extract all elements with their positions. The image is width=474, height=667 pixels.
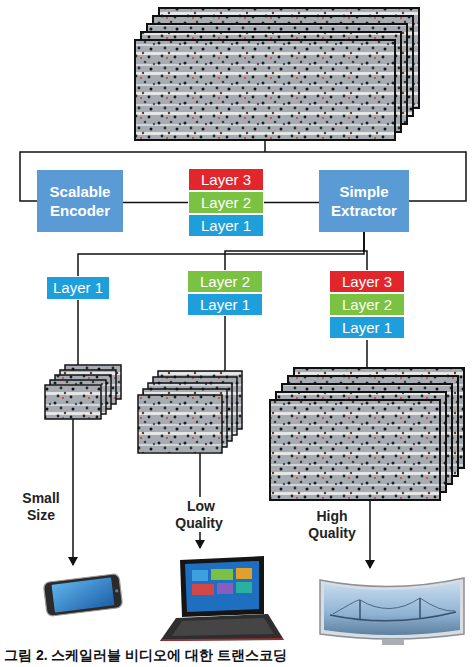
video-frame — [138, 395, 222, 453]
layer-label: Layer 3 — [201, 171, 251, 189]
screen-tile — [236, 582, 252, 593]
layer-box: Layer 1 — [188, 214, 264, 237]
tv-frame — [320, 578, 464, 639]
box-label: Simple Extractor — [325, 182, 403, 220]
screen-tile — [236, 568, 252, 579]
wire — [77, 300, 79, 365]
screen-tile — [217, 583, 233, 594]
video-stack — [135, 8, 419, 140]
video-stack — [138, 371, 242, 453]
laptop-trim — [162, 639, 283, 640]
layer-box: Layer 1 — [46, 276, 110, 300]
connector-line — [264, 202, 319, 204]
layer-box: Layer 1 — [329, 316, 405, 339]
layer-label: Layer 1 — [201, 217, 251, 235]
layer-box: Layer 1 — [187, 293, 263, 316]
quality-label: Small Size — [16, 490, 66, 524]
connector-line — [123, 202, 188, 204]
video-stack — [270, 368, 464, 500]
layer-label: Layer 3 — [342, 273, 392, 291]
video-frame — [45, 385, 101, 419]
layer-label: Layer 2 — [342, 296, 392, 314]
wire — [224, 316, 226, 371]
screen-tile — [192, 584, 214, 595]
wire — [264, 140, 266, 152]
layer-box: Layer 3 — [188, 168, 264, 191]
connector-line — [364, 232, 367, 270]
box-label: Scalable Encoder — [43, 182, 117, 220]
phone-screen — [52, 577, 115, 612]
process-box: Simple Extractor — [319, 170, 409, 232]
phone-button — [115, 589, 119, 593]
delivery-arrow — [73, 419, 370, 568]
quality-label: Low Quality — [170, 498, 230, 532]
laptop-base — [160, 614, 284, 641]
process-box: Scalable Encoder — [37, 170, 123, 232]
screen-tile — [211, 569, 233, 580]
quality-text: Small Size — [22, 490, 59, 523]
laptop-keyboard — [172, 618, 274, 636]
delivery-arrow — [369, 500, 371, 568]
layer-box: Layer 2 — [329, 293, 405, 316]
layer-box: Layer 2 — [188, 191, 264, 214]
bridge-cable — [333, 598, 455, 614]
delivery-arrow — [72, 419, 74, 565]
tv-screen — [324, 582, 460, 635]
layer-box: Layer 3 — [329, 270, 405, 293]
tv-stand — [382, 639, 404, 645]
quality-text: Low Quality — [175, 497, 224, 532]
video-stack — [45, 365, 121, 419]
layer-label: Layer 1 — [342, 319, 392, 337]
layer-label: Layer 1 — [53, 279, 103, 297]
laptop-lid — [180, 556, 264, 617]
phone-body — [43, 573, 123, 616]
video-frame — [135, 40, 395, 140]
layer-box: Layer 2 — [187, 270, 263, 293]
layer-label: Layer 2 — [200, 273, 250, 291]
quality-text: High Quality — [308, 508, 355, 541]
layer-label: Layer 2 — [201, 194, 251, 212]
quality-label: High Quality — [300, 508, 364, 542]
video-frame — [270, 400, 440, 500]
smartphone-icon — [43, 573, 123, 616]
bridge-deck — [330, 612, 456, 621]
tv-icon — [320, 578, 464, 645]
figure-caption: 그림 2. 스케일러블 비디오에 대한 트랜스코딩 — [4, 647, 287, 664]
wire — [366, 340, 368, 368]
laptop-screen — [185, 561, 259, 612]
screen-tile — [192, 570, 208, 581]
layer-label: Layer 1 — [200, 296, 250, 314]
connector-line — [225, 232, 364, 270]
laptop-icon — [160, 556, 284, 641]
